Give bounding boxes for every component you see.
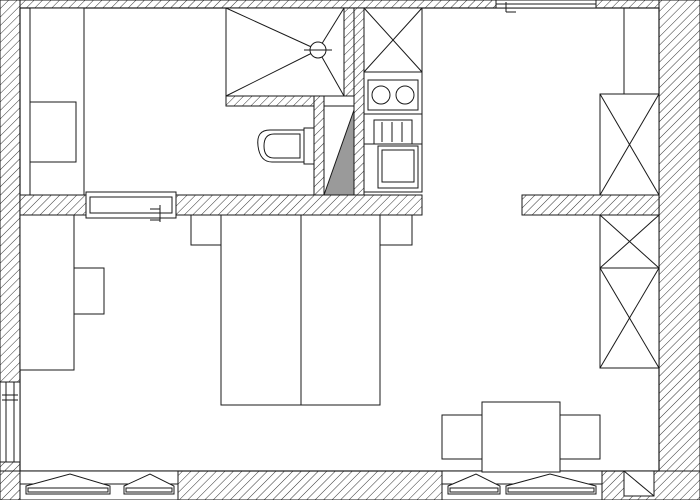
wall-partition-right [521,194,660,216]
wall-bath-bottom [225,95,325,107]
wall-shaft-right [353,7,365,196]
oven [363,143,423,193]
tall-cabinet [599,214,660,269]
dining-set [441,401,601,473]
upper-left-room [29,7,85,196]
living-room [441,8,660,473]
utility-shaft [323,105,355,196]
wall-shaft-left [313,95,325,196]
desk [19,214,75,371]
window-bottom-right [441,470,603,500]
wall-partition-left [19,194,87,216]
chair [29,101,77,163]
bedside-table [379,214,413,246]
bathroom [225,7,355,196]
wall-cabinet [363,7,423,73]
window-bottom-corner [623,470,655,497]
two-burner-hob [363,71,423,115]
wall-partition-middle [175,194,423,216]
chair [441,414,483,460]
tall-cabinet [599,93,660,196]
window-left [0,381,21,463]
tall-cabinet [599,267,660,369]
wall-right [658,0,700,500]
desk-chair [73,267,105,315]
sink-drawers [363,113,423,145]
shower-tray [225,7,345,97]
interior-walls [19,7,660,216]
bedroom [19,214,413,406]
double-bed [220,214,381,406]
window-top [495,0,597,13]
toilet [257,127,315,165]
door-bedroom [85,191,177,222]
wall-shower-right [343,7,355,97]
windows [0,0,655,500]
kitchenette [363,7,423,193]
dining-table [481,401,561,473]
chair [559,414,601,460]
bedside-table [190,214,222,246]
window-bottom-left [19,470,179,500]
